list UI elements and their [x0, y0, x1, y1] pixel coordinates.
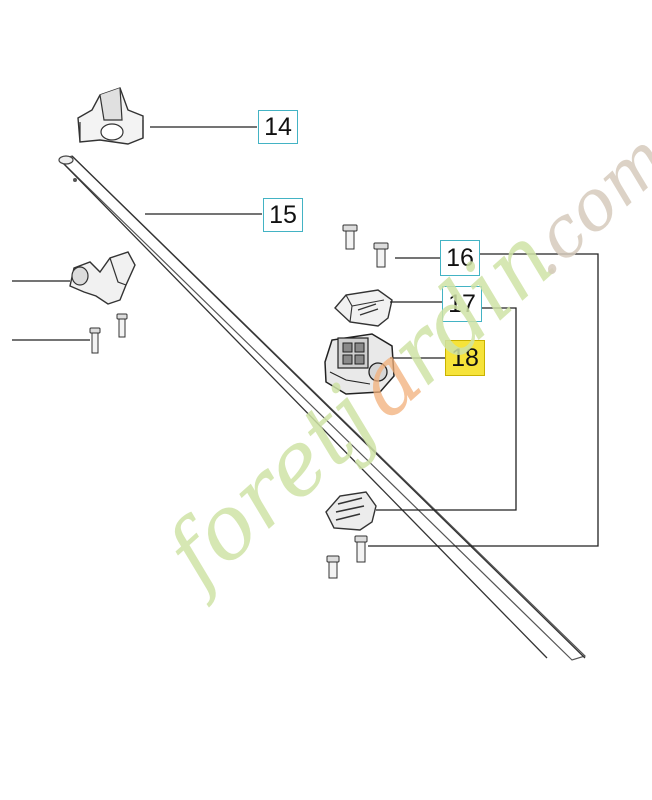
- callout-18: 18: [445, 340, 485, 376]
- leader-lines: [12, 126, 599, 547]
- switch-housing-18: [324, 333, 395, 395]
- screws-16-bottom: [326, 535, 368, 579]
- callout-17: 17: [442, 286, 482, 322]
- upper-clamp-part: [77, 87, 144, 145]
- upper-bracket-17: [334, 289, 393, 327]
- handle-clamp-part: [69, 251, 136, 305]
- callout-14: 14: [258, 110, 298, 144]
- callout-15: 15: [263, 198, 303, 232]
- left-screws-part: [89, 313, 128, 354]
- lower-bracket-17: [325, 491, 377, 531]
- shaft-tube: [58, 155, 587, 661]
- leader-17-bracket: [376, 307, 517, 511]
- callout-16: 16: [440, 240, 480, 276]
- screws-16-top: [342, 224, 389, 268]
- leader-16-bracket: [368, 253, 599, 547]
